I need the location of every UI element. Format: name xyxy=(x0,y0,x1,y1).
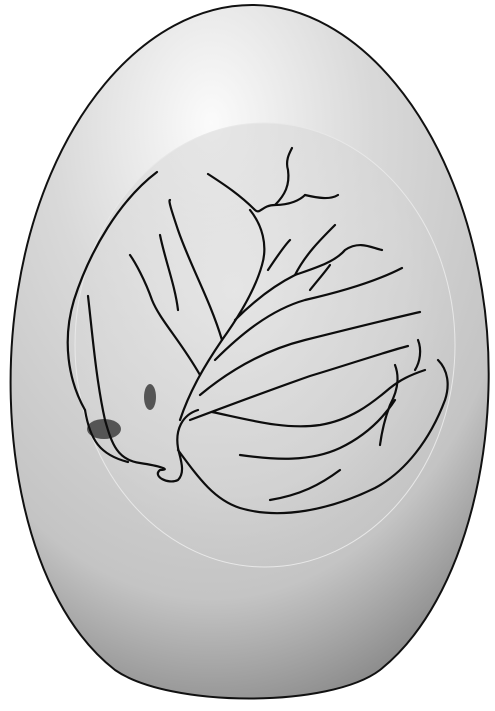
inner-membrane xyxy=(75,123,455,567)
embryo-eye-spot xyxy=(144,384,156,410)
